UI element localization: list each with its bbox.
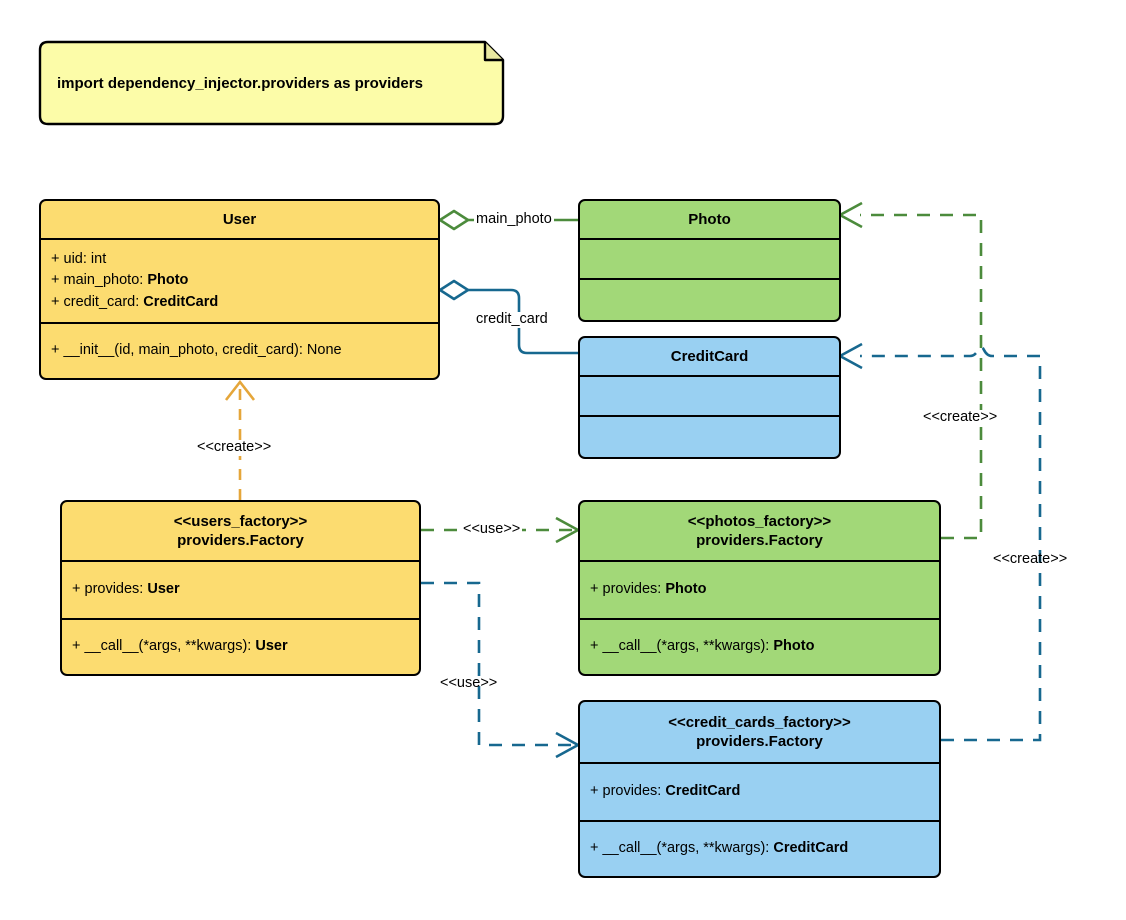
class-stereotype-photos-factory: <<photos_factory>> (687, 512, 832, 530)
class-stereotype-credit-cards-factory: <<credit_cards_factory>> (668, 713, 851, 731)
class-box-credit-card[interactable]: CreditCard (578, 336, 841, 459)
class-box-credit-cards-factory[interactable]: <<credit_cards_factory>> providers.Facto… (578, 700, 941, 878)
class-name-credit-cards-factory: providers.Factory (696, 733, 823, 750)
edge-label-use-photos: <<use>> (461, 521, 523, 538)
edge-users-factory-create-user[interactable] (224, 379, 256, 500)
class-title-photos-factory: <<photos_factory>> providers.Factory (580, 502, 939, 560)
edge-label-credit-card: credit_card (474, 311, 550, 328)
attribute-row: + uid: int (51, 251, 107, 268)
edge-label-main-photo: main_photo (474, 211, 554, 228)
class-title-users-factory: <<users_factory>> providers.Factory (62, 502, 419, 560)
method-row: + __call__(*args, **kwargs): User (72, 638, 288, 655)
class-title-credit-card: CreditCard (670, 347, 749, 365)
class-box-user[interactable]: User + uid: int + main_photo: Photo + cr… (39, 199, 440, 380)
class-name-photos-factory: providers.Factory (696, 532, 823, 549)
note-text: import dependency_injector.providers as … (57, 74, 423, 92)
note-shape (38, 40, 505, 126)
edge-label-use-credit-cards: <<use>> (440, 675, 498, 691)
method-row: + __init__(id, main_photo, credit_card):… (51, 342, 342, 359)
attribute-row: + provides: Photo (590, 581, 707, 598)
class-attributes-credit-cards-factory: + provides: CreditCard (580, 762, 939, 820)
class-name-users-factory: providers.Factory (177, 532, 304, 549)
class-methods-credit-cards-factory: + __call__(*args, **kwargs): CreditCard (580, 820, 939, 876)
class-box-photos-factory[interactable]: <<photos_factory>> providers.Factory + p… (578, 500, 941, 676)
open-arrowhead-create-user (224, 379, 256, 401)
attribute-row: + credit_card: CreditCard (51, 293, 219, 310)
attribute-row: + provides: CreditCard (590, 783, 741, 800)
aggregation-diamond-credit-card (438, 279, 470, 301)
edge-label-create-user: <<create>> (195, 439, 274, 456)
line-hop-jump (860, 345, 993, 358)
class-methods-photo (580, 278, 839, 320)
class-attributes-user: + uid: int + main_photo: Photo + credit_… (41, 238, 438, 322)
class-attributes-credit-card (580, 375, 839, 415)
edge-label-create-credit-card: <<create>> (993, 551, 1068, 567)
aggregation-diamond-main-photo (438, 209, 470, 231)
class-methods-credit-card (580, 415, 839, 457)
class-attributes-users-factory: + provides: User (62, 560, 419, 618)
class-methods-photos-factory: + __call__(*args, **kwargs): Photo (580, 618, 939, 674)
class-attributes-photo (580, 238, 839, 278)
edge-label-create-photo: <<create>> (921, 409, 1000, 426)
method-row: + __call__(*args, **kwargs): Photo (590, 638, 815, 655)
class-title-user: User (222, 210, 257, 228)
class-stereotype-users-factory: <<users_factory>> (173, 512, 308, 530)
class-methods-user: + __init__(id, main_photo, credit_card):… (41, 322, 438, 378)
note-folded-corner-icon (483, 42, 503, 62)
class-attributes-photos-factory: + provides: Photo (580, 560, 939, 618)
method-row: + __call__(*args, **kwargs): CreditCard (590, 840, 849, 857)
attribute-row: + main_photo: Photo (51, 272, 189, 289)
class-box-users-factory[interactable]: <<users_factory>> providers.Factory + pr… (60, 500, 421, 676)
import-note: import dependency_injector.providers as … (40, 42, 503, 124)
class-title-photo: Photo (688, 210, 731, 228)
attribute-row: + provides: User (72, 581, 180, 598)
class-box-photo[interactable]: Photo (578, 199, 841, 322)
class-title-credit-cards-factory: <<credit_cards_factory>> providers.Facto… (580, 702, 939, 762)
class-methods-users-factory: + __call__(*args, **kwargs): User (62, 618, 419, 674)
